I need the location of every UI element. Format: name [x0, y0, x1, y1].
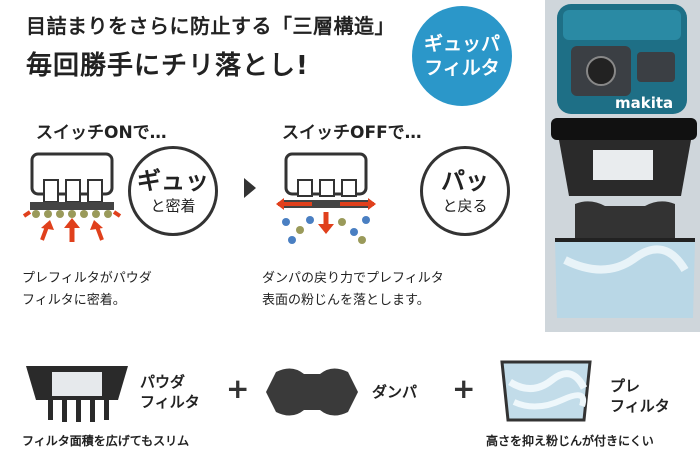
damper-image [262, 364, 362, 420]
gyu-bubble-text: ギュッ [137, 167, 209, 195]
switch-off-title: スイッチOFFで… [282, 123, 422, 143]
arrow-right-icon [244, 178, 256, 198]
plus-icon: + [226, 372, 250, 405]
brand-logo: makita [615, 94, 673, 112]
switch-on-diagram [22, 150, 122, 245]
powder-filter-label-line1: パウダ [140, 373, 186, 391]
switch-off-desc-line1: ダンパの戻り力でプレフィルタ [262, 271, 444, 286]
pa-bubble-text: パッ [441, 167, 489, 195]
pa-bubble-subtext: と戻る [442, 197, 488, 215]
headline-line1: 目詰まりをさらに防止する「三層構造」 [26, 14, 395, 38]
powder-filter-caption: フィルタ面積を広げてもスリム [22, 434, 190, 448]
pre-filter-label-line1: プレ [610, 377, 641, 395]
damper-label: ダンパ [372, 383, 418, 401]
headline: 目詰まりをさらに防止する「三層構造」 毎回勝手にチリ落とし! [26, 10, 406, 82]
switch-on-desc-line1: プレフィルタがパウダ [22, 271, 152, 286]
powder-filter-label-line2: フィルタ [140, 393, 200, 411]
gyu-bubble: ギュッ と密着 [128, 146, 218, 236]
pre-filter-caption: 高さを抑え粉じんが付きにくい [486, 434, 654, 448]
gyuppa-filter-badge: ギュッパ フィルタ [412, 6, 512, 106]
headline-line2: 毎回勝手にチリ落とし! [26, 51, 309, 81]
vacuum-illustration: makita [545, 0, 700, 332]
badge-line2: フィルタ [424, 57, 500, 79]
plus-icon: + [452, 372, 476, 405]
powder-filter-image [22, 356, 132, 428]
pre-filter-image [492, 352, 600, 426]
switch-on-desc-line2: フィルタに密着。 [22, 293, 126, 308]
powder-filter-label: パウダ フィルタ [140, 372, 200, 412]
gyu-bubble-subtext: と密着 [150, 197, 196, 215]
badge-line1: ギュッパ [423, 33, 500, 55]
switch-on-title: スイッチONで… [36, 123, 167, 143]
vacuum-product-image: makita [545, 0, 700, 332]
switch-off-description: ダンパの戻り力でプレフィルタ 表面の粉じんを落とします。 [262, 268, 444, 312]
pre-filter-label-line2: フィルタ [610, 397, 670, 415]
switch-off-diagram [276, 150, 376, 245]
pa-bubble: パッ と戻る [420, 146, 510, 236]
pre-filter-label: プレ フィルタ [610, 376, 670, 416]
switch-on-description: プレフィルタがパウダ フィルタに密着。 [22, 268, 152, 312]
switch-off-desc-line2: 表面の粉じんを落とします。 [262, 293, 430, 308]
